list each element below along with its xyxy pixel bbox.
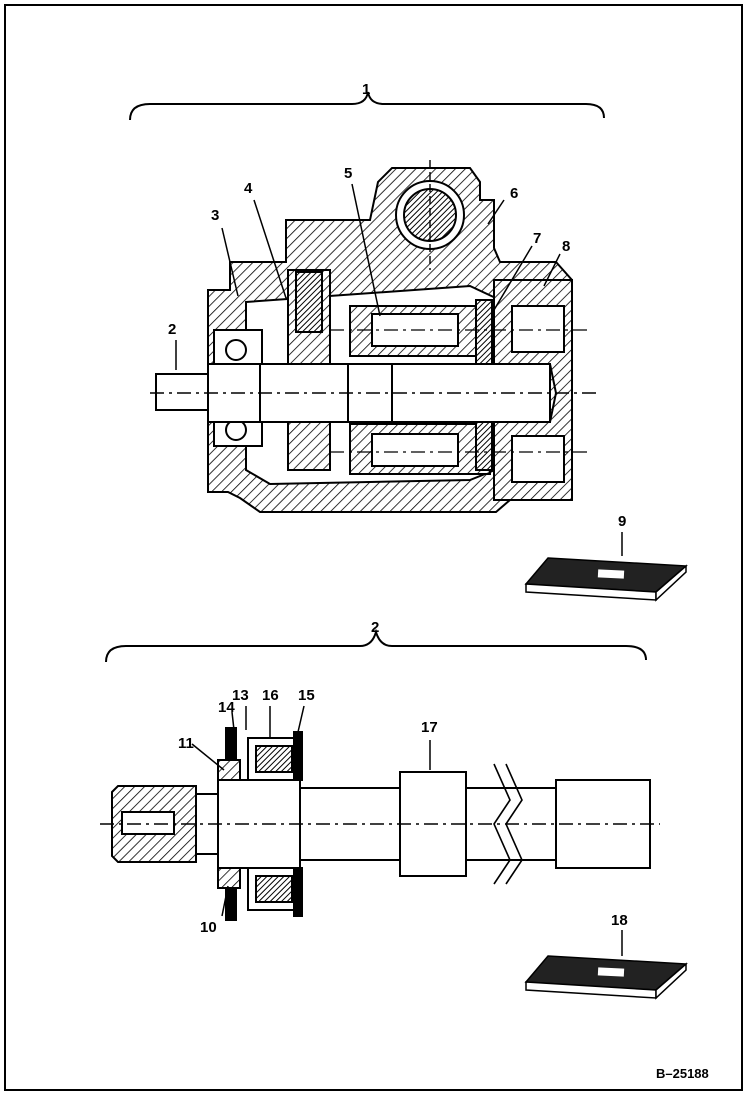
callout-17: 17 — [421, 719, 438, 736]
callout-9: 9 — [618, 513, 626, 530]
pump-assembly-drawing — [129, 91, 605, 513]
bracket-assembly-1 — [129, 91, 605, 121]
callout-15: 15 — [298, 687, 315, 704]
leader-lines-top — [175, 183, 623, 556]
callout-2-top: 2 — [168, 321, 176, 338]
callout-14: 14 — [218, 699, 235, 716]
callout-7: 7 — [533, 230, 541, 247]
figure-id: B–25188 — [656, 1066, 709, 1081]
bracket-assembly-2 — [105, 628, 647, 663]
callout-2-assembly: 2 — [371, 619, 379, 636]
callout-10: 10 — [200, 919, 217, 936]
callout-16: 16 — [262, 687, 279, 704]
callout-4: 4 — [244, 180, 253, 197]
callout-8: 8 — [562, 238, 570, 255]
leader-lines-bottom — [191, 705, 623, 956]
callout-13: 13 — [232, 687, 249, 704]
callout-11: 11 — [178, 735, 194, 752]
page-frame — [4, 4, 743, 1091]
callout-1: 1 — [362, 81, 370, 98]
decal-18-drawing — [524, 955, 688, 1000]
callout-6: 6 — [510, 185, 518, 202]
callout-5: 5 — [344, 165, 352, 182]
callout-18: 18 — [611, 912, 628, 929]
decal-9-drawing — [524, 557, 688, 602]
callout-3-top: 3 — [211, 207, 219, 224]
shaft-assembly-drawing — [100, 628, 660, 921]
